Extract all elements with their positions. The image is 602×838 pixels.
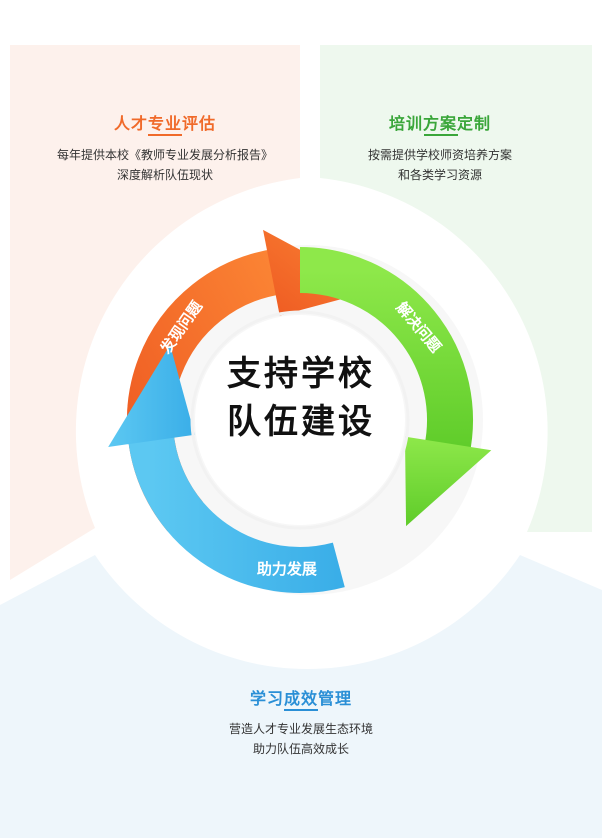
bg-panel-top-right <box>320 45 592 532</box>
panel-rule-training <box>424 134 458 136</box>
center-hub-rim <box>190 310 410 530</box>
panel-line: 和各类学习资源 <box>397 168 482 182</box>
panel-line: 深度解析队伍现状 <box>116 168 213 182</box>
center-line: 支持学校 <box>227 354 375 394</box>
panel-line: 助力队伍高效成长 <box>252 742 349 756</box>
panel-line: 每年提供本校《教师专业发展分析报告》 <box>56 148 273 162</box>
arrow-grow-body <box>127 430 345 593</box>
panel-rule-assessment <box>148 134 182 136</box>
bg-panel-top-left <box>10 45 300 580</box>
panel-title-outcomes: 学习成效管理 <box>249 689 352 708</box>
arrow-grow-head <box>108 345 195 447</box>
arrow-solve-head <box>404 436 492 527</box>
panel-rule-outcomes <box>284 709 318 711</box>
panel-text-outcomes: 营造人才专业发展生态环境 助力队伍高效成长 <box>171 719 431 759</box>
center-hub <box>195 315 405 525</box>
panel-line: 营造人才专业发展生态环境 <box>228 722 373 736</box>
center-line: 队伍建设 <box>227 402 375 442</box>
arrow-label: 助力发展 <box>257 560 317 578</box>
cycle-arrows <box>108 229 492 593</box>
panel-text-training: 按需提供学校师资培养方案 和各类学习资源 <box>315 145 565 185</box>
center-title: 支持学校 队伍建设 <box>196 350 406 446</box>
bg-panel-bottom <box>0 555 602 838</box>
panel-title-training: 培训方案定制 <box>388 114 491 133</box>
panel-title-assessment: 人才专业评估 <box>113 114 216 133</box>
panel-line: 按需提供学校师资培养方案 <box>367 148 512 162</box>
arrow-solve-body <box>299 247 473 456</box>
panel-text-assessment: 每年提供本校《教师专业发展分析报告》 深度解析队伍现状 <box>30 145 300 185</box>
